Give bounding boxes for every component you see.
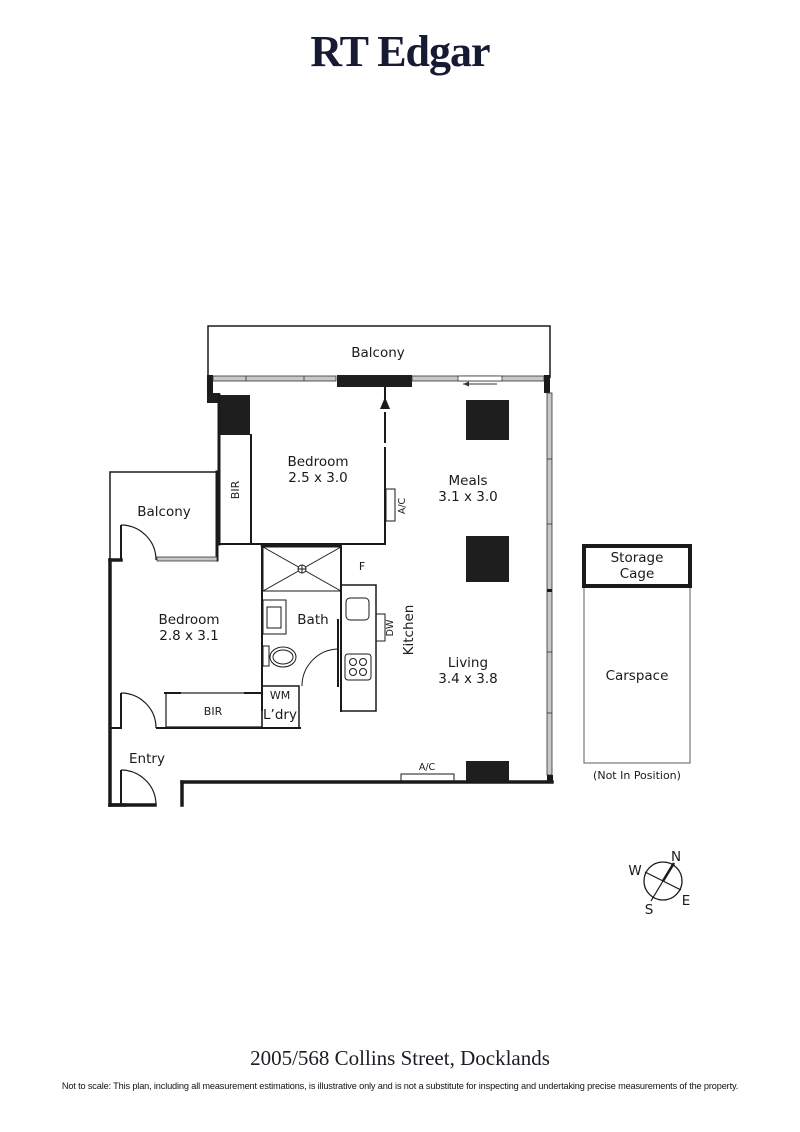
label-bir-1: BIR [229, 480, 242, 499]
compass-icon [643, 861, 683, 902]
ac-units [385, 488, 455, 782]
label-ac-1: A/C [397, 497, 408, 514]
property-address: 2005/568 Collins Street, Docklands [250, 1046, 550, 1070]
label-meals: Meals [448, 473, 487, 489]
opening-arrow [380, 397, 390, 443]
label-ac-2: A/C [419, 762, 436, 773]
label-bir-2: BIR [204, 705, 223, 718]
label-bedroom-1-dims: 2.5 x 3.0 [288, 470, 348, 486]
doors [120, 524, 218, 806]
label-laundry: L’dry [263, 707, 297, 723]
shower [262, 546, 342, 592]
label-bedroom-2-dims: 2.8 x 3.1 [159, 628, 219, 644]
balcony-main-outline [207, 325, 551, 378]
brand-logo: RT Edgar [310, 27, 490, 76]
structural-columns [207, 393, 509, 782]
label-bedroom-1: Bedroom [287, 454, 348, 470]
label-living: Living [448, 655, 488, 671]
disclaimer-text: Not to scale: This plan, including all m… [61, 1081, 739, 1091]
compass-n: N [671, 849, 681, 865]
compass-s: S [645, 902, 654, 918]
label-dishwasher: DW [385, 619, 396, 636]
label-bedroom-2: Bedroom [158, 612, 219, 628]
label-fridge: F [359, 560, 365, 573]
label-bath: Bath [297, 612, 328, 628]
label-carspace: Carspace [606, 668, 669, 684]
label-living-dims: 3.4 x 3.8 [438, 671, 498, 687]
label-balcony-side: Balcony [137, 504, 191, 520]
carspace-block [582, 544, 692, 764]
east-window-wall [546, 392, 553, 783]
label-carspace-note: (Not In Position) [593, 769, 681, 782]
kitchen-fixtures [341, 584, 386, 712]
north-window-wall [207, 375, 550, 395]
label-storage-line2: Cage [620, 566, 655, 582]
label-meals-dims: 3.1 x 3.0 [438, 489, 498, 505]
label-wm: WM [270, 689, 290, 702]
label-kitchen: Kitchen [401, 605, 417, 656]
compass-e: E [682, 893, 691, 909]
walls [108, 386, 554, 807]
label-balcony-main: Balcony [351, 345, 405, 361]
label-entry: Entry [129, 751, 165, 767]
compass-w: W [628, 863, 641, 879]
label-storage-line1: Storage [611, 550, 664, 566]
bath-fixtures [262, 599, 339, 687]
